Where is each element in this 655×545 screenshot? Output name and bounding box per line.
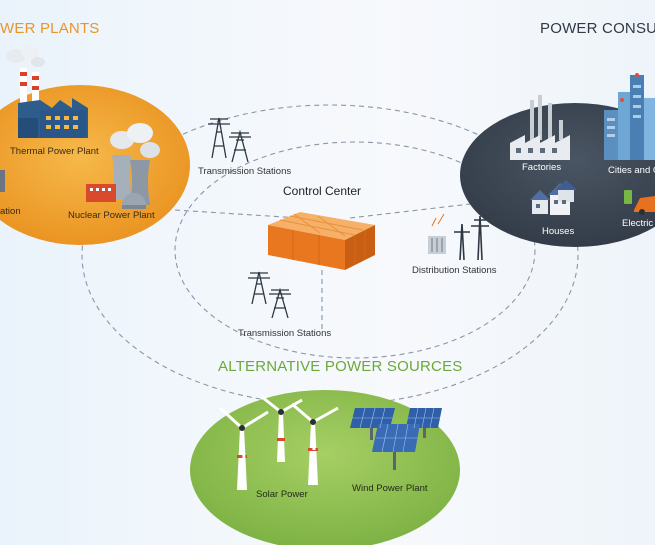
thermal-plant-icon [6, 45, 88, 138]
power-plants-region [0, 45, 190, 245]
houses-label: Houses [542, 226, 575, 237]
solar-panels-icon [350, 407, 442, 470]
power-consumers-region [460, 73, 655, 247]
edge-station-label: ation [0, 206, 21, 217]
transmission-stations-bottom-label: Transmission Stations [238, 328, 332, 339]
houses-icon [530, 180, 577, 215]
transmission-towers-top-icon [208, 117, 251, 163]
link-left [174, 209, 301, 219]
electric-vehicle-icon [624, 190, 655, 215]
alternative-sources-heading: ALTERNATIVE POWER SOURCES [218, 358, 463, 375]
wind-turbines-icon [218, 395, 339, 490]
wind-power-plant-label: Wind Power Plant [352, 483, 428, 494]
nuclear-plant-icon [86, 123, 160, 209]
control-center-label: Control Center [283, 184, 362, 198]
factories-icon [510, 95, 570, 160]
inner-ring [174, 141, 536, 359]
edge-station-icon [0, 170, 5, 192]
transmission-towers-bottom-icon [248, 271, 291, 319]
alternative-sources-region [190, 390, 460, 545]
control-center-icon [268, 212, 375, 270]
city-icon [604, 73, 655, 160]
transmission-stations-top-label: Transmission Stations [198, 166, 292, 177]
thermal-plant-label: Thermal Power Plant [10, 146, 99, 157]
nuclear-plant-label: Nuclear Power Plant [68, 210, 155, 221]
electric-vehicle-label: Electric V [622, 218, 655, 229]
distribution-station-icon [428, 213, 489, 261]
power-plants-heading: WER PLANTS [0, 20, 100, 37]
distribution-stations-label: Distribution Stations [412, 265, 497, 276]
power-consumers-heading: POWER CONSUM [540, 20, 655, 37]
solar-power-label: Solar Power [256, 489, 308, 500]
cities-label: Cities and C [608, 165, 655, 176]
link-right [349, 203, 471, 219]
factories-label: Factories [522, 162, 562, 173]
